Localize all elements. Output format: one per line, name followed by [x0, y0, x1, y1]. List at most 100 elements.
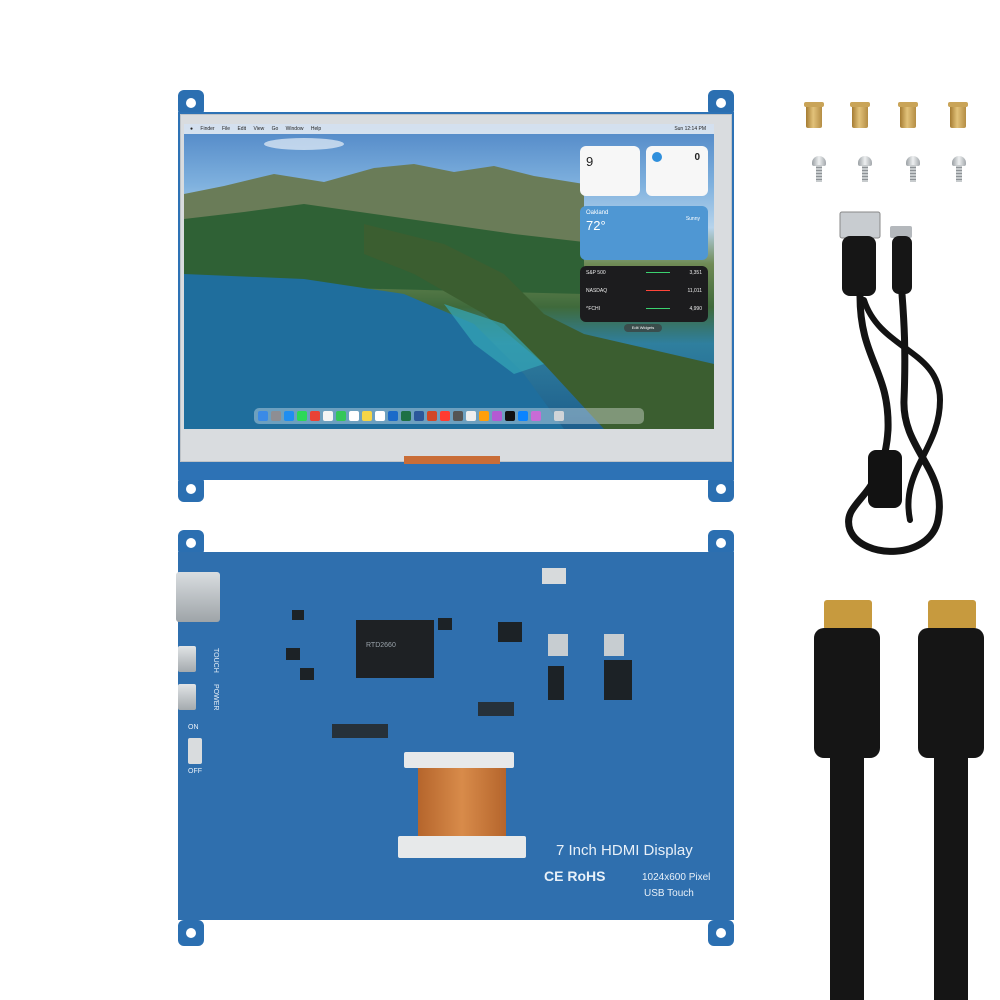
- brass-standoff: [948, 102, 968, 128]
- power-usb-port[interactable]: [178, 684, 196, 710]
- screw: [858, 156, 872, 182]
- wallpaper: [184, 138, 714, 429]
- brass-standoff: [850, 102, 870, 128]
- settings-icon[interactable]: [453, 411, 463, 421]
- display-front: [178, 90, 734, 502]
- stock-symbol: S&P 500: [586, 270, 606, 276]
- stock-sparkline: [646, 308, 670, 313]
- stocks-widget[interactable]: S&P 500 3,351 NASDAQ 11,011 ^FCHI 4,990: [580, 266, 708, 322]
- menu-window[interactable]: Window: [285, 126, 304, 132]
- power-switch[interactable]: [188, 738, 202, 764]
- component: [292, 610, 304, 620]
- outlook-icon[interactable]: [388, 411, 398, 421]
- books-icon[interactable]: [479, 411, 489, 421]
- ffc-clamp: [398, 836, 526, 858]
- edit-widgets-button[interactable]: Edit Widgets: [624, 324, 662, 332]
- mount-tab: [708, 920, 734, 946]
- chip-label: RTD2660: [366, 642, 396, 649]
- music-icon[interactable]: [440, 411, 450, 421]
- menu-go[interactable]: Go: [271, 126, 279, 132]
- launchpad-icon[interactable]: [271, 411, 281, 421]
- weather-cond: Sunny: [685, 216, 700, 222]
- mount-tab: [708, 90, 734, 116]
- touch-usb-port[interactable]: [178, 646, 196, 672]
- finder-icon[interactable]: [258, 411, 268, 421]
- display-screen: ● Finder File Edit View Go Window Help S…: [184, 124, 714, 429]
- back-pcb: [178, 552, 734, 920]
- hdmi-plug-gold: [928, 600, 976, 630]
- touch-label: TOUCH: [212, 648, 219, 673]
- hdmi-port[interactable]: [176, 572, 220, 622]
- usb-cable: [839, 211, 944, 555]
- usb-touch-label: USB Touch: [644, 888, 694, 899]
- component: [548, 666, 564, 700]
- off-label: OFF: [188, 768, 202, 775]
- weather-temp: 72°: [586, 218, 606, 233]
- screw: [906, 156, 920, 182]
- menubar-clock[interactable]: Sun 12:14 PM: [674, 126, 706, 132]
- hdmi-cable: [814, 600, 984, 1000]
- inductor: [604, 634, 624, 656]
- ferrite-core: [868, 450, 902, 508]
- usb-a-plug: [839, 211, 881, 239]
- messages-icon[interactable]: [297, 411, 307, 421]
- excel-icon[interactable]: [401, 411, 411, 421]
- screw: [952, 156, 966, 182]
- podcasts-icon[interactable]: [492, 411, 502, 421]
- apple-icon[interactable]: ●: [190, 126, 194, 132]
- mount-tab: [178, 920, 204, 946]
- dock: [254, 408, 644, 424]
- facetime-icon[interactable]: [336, 411, 346, 421]
- component: [498, 622, 522, 642]
- brass-standoff: [898, 102, 918, 128]
- chrome-icon[interactable]: [310, 411, 320, 421]
- menu-finder[interactable]: Finder: [200, 126, 215, 132]
- reminders-widget[interactable]: 0: [646, 146, 708, 196]
- stock-symbol: ^FCHI: [586, 306, 601, 312]
- mount-tab: [178, 476, 204, 502]
- menu-bar: ● Finder File Edit View Go Window Help S…: [184, 124, 714, 134]
- component: [438, 618, 452, 630]
- mount-tab: [708, 476, 734, 502]
- component: [300, 668, 314, 680]
- calendar-icon[interactable]: [349, 411, 359, 421]
- safari-icon[interactable]: [284, 411, 294, 421]
- connector: [542, 568, 566, 584]
- resistor-array: [332, 724, 388, 738]
- screw: [812, 156, 826, 182]
- powerpoint-icon[interactable]: [427, 411, 437, 421]
- app-store-icon[interactable]: [518, 411, 528, 421]
- stock-symbol: NASDAQ: [586, 288, 608, 294]
- component: [604, 660, 632, 700]
- calendar-day: 9: [586, 154, 594, 169]
- tv-icon[interactable]: [505, 411, 515, 421]
- stock-value: 11,011: [687, 288, 702, 294]
- stock-sparkline: [646, 272, 670, 277]
- ce-rohs-mark: CE RoHS: [544, 868, 606, 884]
- brass-standoff: [804, 102, 824, 128]
- menu-help[interactable]: Help: [310, 126, 322, 132]
- menu-view[interactable]: View: [253, 126, 265, 132]
- notes-icon[interactable]: [362, 411, 372, 421]
- reminder-count: 0: [694, 152, 700, 163]
- mount-tab: [178, 530, 204, 556]
- ibooks-icon[interactable]: [531, 411, 541, 421]
- weather-city: Oakland: [586, 210, 609, 216]
- stock-sparkline: [646, 290, 670, 295]
- reminders-icon[interactable]: [375, 411, 385, 421]
- resistor-array: [478, 702, 514, 716]
- ffc-connector: [404, 752, 514, 768]
- word-icon[interactable]: [414, 411, 424, 421]
- power-label: POWER: [212, 684, 219, 711]
- reminders-icon: [652, 152, 662, 162]
- stock-value: 3,351: [689, 270, 702, 276]
- maps-icon[interactable]: [466, 411, 476, 421]
- weather-widget[interactable]: Oakland 72° Sunny: [580, 206, 708, 260]
- calendar-widget[interactable]: 9: [580, 146, 640, 196]
- stock-value: 4,990: [689, 306, 702, 312]
- menu-file[interactable]: File: [222, 126, 231, 132]
- trash-icon[interactable]: [554, 411, 564, 421]
- menu-edit[interactable]: Edit: [237, 126, 247, 132]
- photos-icon[interactable]: [323, 411, 333, 421]
- resolution-label: 1024x600 Pixel: [642, 872, 711, 883]
